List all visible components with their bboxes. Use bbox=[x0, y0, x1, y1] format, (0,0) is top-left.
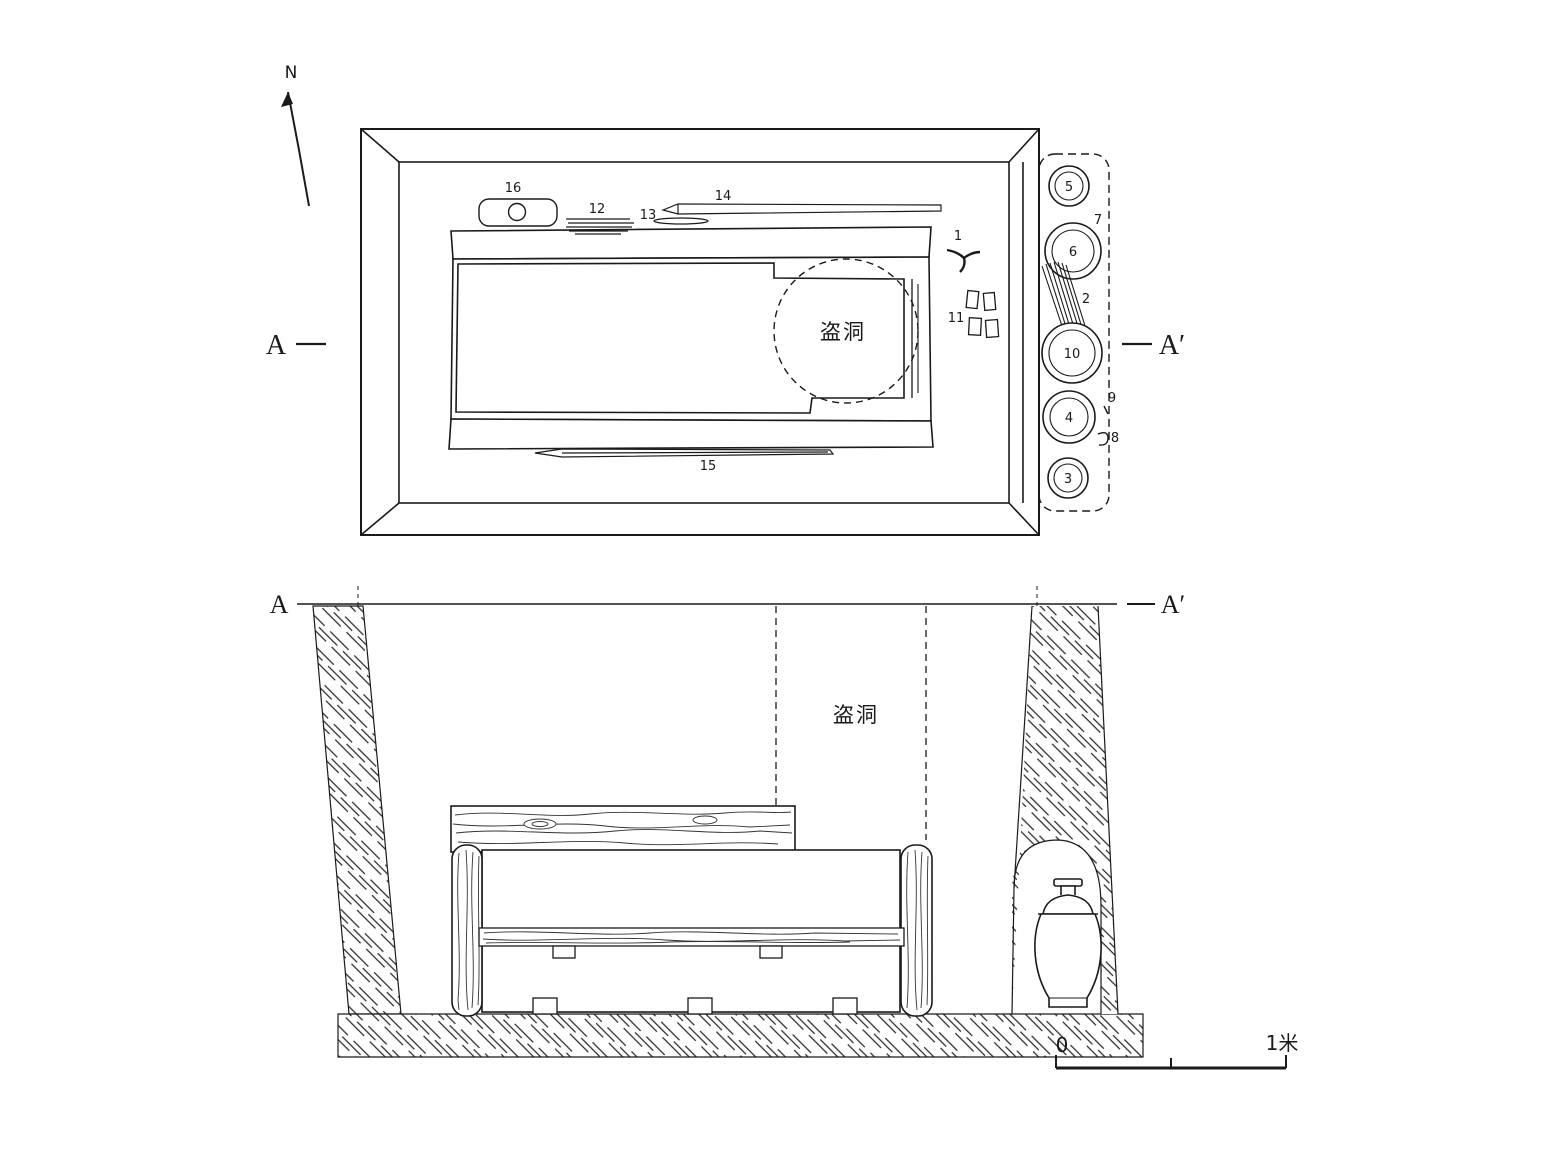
vessel-label-7: 7 bbox=[1094, 213, 1102, 228]
section-top-plank-grain bbox=[452, 811, 793, 846]
section-coffin bbox=[450, 805, 933, 1017]
vessel-label-9: 9 bbox=[1108, 391, 1116, 406]
find-16-box bbox=[478, 198, 558, 227]
vessel-label-8: 8 bbox=[1111, 431, 1119, 446]
plan-robber-hole-label: 盗洞 bbox=[820, 320, 866, 344]
find-label-12: 12 bbox=[589, 202, 606, 217]
find-label-14: 14 bbox=[715, 189, 732, 204]
scale-bar bbox=[1055, 1055, 1287, 1070]
section-view bbox=[297, 586, 1287, 1070]
find-label-16: 16 bbox=[505, 181, 522, 196]
vessel-label-4: 4 bbox=[1065, 411, 1073, 426]
find-1-object bbox=[946, 248, 981, 273]
find-label-15: 15 bbox=[700, 459, 717, 474]
find-11-plaques bbox=[965, 289, 1000, 339]
section-marker-right: A′ bbox=[1161, 590, 1185, 619]
plan-side-niche bbox=[1038, 153, 1110, 512]
section-robber-hole-label: 盗洞 bbox=[833, 703, 879, 727]
section-robber-hole-outline bbox=[775, 606, 927, 840]
find-14-rod bbox=[661, 203, 942, 215]
scale-zero-label: 0 bbox=[1056, 1033, 1069, 1057]
find-12-slips bbox=[566, 218, 634, 235]
section-middle-plank-grain bbox=[482, 931, 901, 944]
vessel-label-10: 10 bbox=[1064, 347, 1081, 362]
niche-pot bbox=[1034, 878, 1102, 1008]
vessel-label-6: 6 bbox=[1069, 245, 1077, 260]
vessel-label-2: 2 bbox=[1082, 292, 1090, 307]
find-label-1: 1 bbox=[954, 229, 962, 244]
vessel-3 bbox=[1047, 457, 1089, 499]
vessel-4 bbox=[1042, 390, 1096, 444]
north-arrow-icon bbox=[281, 91, 310, 207]
vessel-10 bbox=[1041, 322, 1103, 384]
find-label-11: 11 bbox=[948, 311, 965, 326]
plan-section-marker-right: A′ bbox=[1159, 330, 1185, 361]
find-label-13: 13 bbox=[640, 208, 657, 223]
vessel-label-5: 5 bbox=[1065, 180, 1073, 195]
scale-meter-label: 1米 bbox=[1266, 1031, 1299, 1055]
section-support-blocks bbox=[532, 945, 858, 1015]
plan-section-marker-left: A bbox=[266, 330, 287, 361]
section-marker-left: A bbox=[270, 590, 289, 619]
plan-robber-hole-outline bbox=[773, 258, 919, 404]
find-13-sliver bbox=[653, 217, 709, 225]
find-15-rod bbox=[534, 448, 835, 458]
plan-inner-coffin bbox=[455, 262, 919, 414]
plan-view bbox=[296, 128, 1152, 536]
find-8-mark bbox=[1097, 431, 1109, 446]
vessel-5 bbox=[1048, 165, 1090, 207]
section-ground-line bbox=[297, 586, 1155, 624]
compass-label: N bbox=[285, 63, 298, 83]
section-right-end-grain bbox=[906, 849, 929, 1011]
find-9-mark bbox=[1103, 405, 1109, 415]
section-earth-hatch bbox=[312, 605, 1144, 1058]
vessel-label-3: 3 bbox=[1064, 472, 1072, 487]
find-2-bundle bbox=[1041, 261, 1087, 335]
section-middle-plank bbox=[478, 927, 905, 947]
